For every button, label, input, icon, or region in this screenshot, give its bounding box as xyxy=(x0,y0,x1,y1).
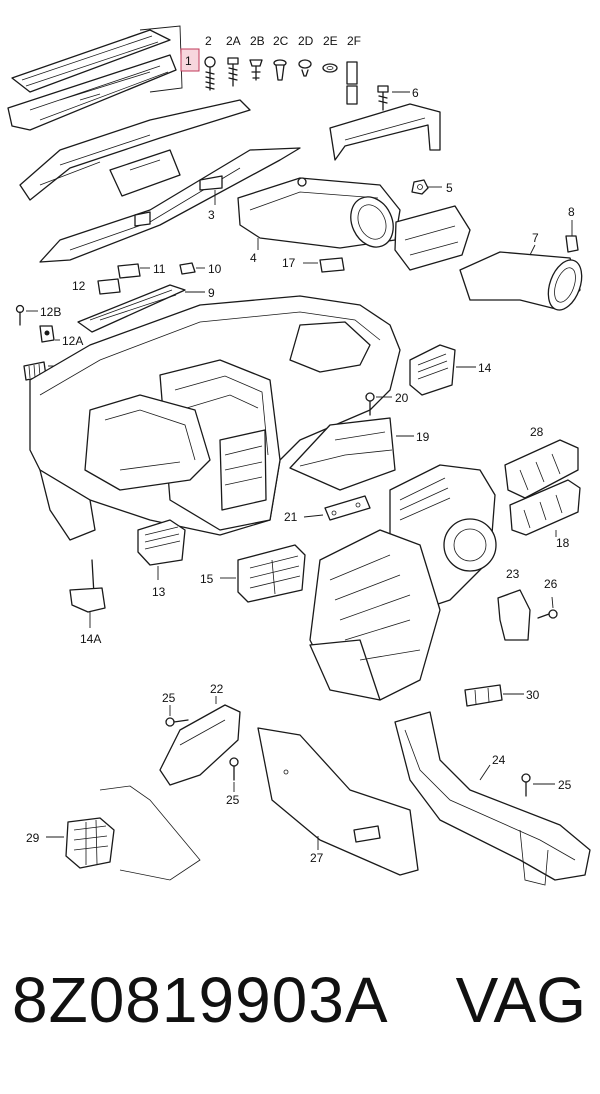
callout-2B: 2B xyxy=(250,34,265,48)
part-10-clip xyxy=(179,262,196,275)
callout-8: 8 xyxy=(568,205,575,219)
callout-17: 17 xyxy=(282,256,296,270)
brand-label: VAG xyxy=(455,964,586,1036)
fasteners-2-series: 2 2A 2B 2C 2D 2E 2F xyxy=(204,34,361,105)
callout-15: 15 xyxy=(200,572,214,586)
callout-10: 10 xyxy=(208,262,222,276)
callout-1: 1 xyxy=(185,54,192,68)
heater-box-assembly xyxy=(309,464,497,701)
callout-24: 24 xyxy=(492,753,506,767)
part-13-vent xyxy=(137,519,186,566)
callout-25-right: 25 xyxy=(558,778,572,792)
part-24-floor-duct xyxy=(394,711,591,886)
callout-4: 4 xyxy=(250,251,257,265)
callout-22: 22 xyxy=(210,682,224,696)
exploded-parts-diagram: 1 2 2A 2B 2C 2D 2E 2F 3 xyxy=(7,25,591,886)
callout-2E: 2E xyxy=(323,34,338,48)
callout-19: 19 xyxy=(416,430,430,444)
callout-2: 2 xyxy=(205,34,212,48)
dashboard-shell xyxy=(29,295,401,541)
callout-7: 7 xyxy=(532,231,539,245)
part-9-cover xyxy=(77,284,186,333)
callout-12: 12 xyxy=(72,279,86,293)
callout-3: 3 xyxy=(208,208,215,222)
callout-21: 21 xyxy=(284,510,298,524)
part-18-vent xyxy=(509,479,581,536)
callout-25-mid: 25 xyxy=(226,793,240,807)
part-22-bracket xyxy=(159,704,241,786)
part-30-clip xyxy=(464,684,503,707)
part-25-screw-left xyxy=(165,717,189,727)
callout-30: 30 xyxy=(526,688,540,702)
callout-25-left: 25 xyxy=(162,691,176,705)
part-14A-actuator xyxy=(69,559,106,613)
part-number: 8Z0819903A xyxy=(12,964,389,1036)
callout-27: 27 xyxy=(310,851,324,865)
part-8-clip xyxy=(565,235,579,253)
callout-13: 13 xyxy=(152,585,166,599)
callout-6: 6 xyxy=(412,86,419,100)
callout-11: 11 xyxy=(153,262,166,276)
callout-26: 26 xyxy=(544,577,558,591)
part-12A-sensor xyxy=(39,325,55,343)
part-28-vent xyxy=(504,439,579,499)
callout-14: 14 xyxy=(478,361,492,375)
part-3-dash-frame xyxy=(19,99,301,263)
callout-28: 28 xyxy=(530,425,544,439)
part-15-vent xyxy=(237,544,306,603)
part-14-vent xyxy=(409,344,456,396)
side-duct-connector xyxy=(394,205,471,271)
part-6-screw xyxy=(377,85,389,111)
callout-18: 18 xyxy=(556,536,570,550)
part-info-footer: 8Z0819903A VAG xyxy=(0,960,600,1050)
part-26-screw xyxy=(537,609,558,619)
part-23-bracket xyxy=(497,589,531,641)
callout-29: 29 xyxy=(26,831,40,845)
part-12-cap xyxy=(97,278,121,295)
part-19-duct xyxy=(289,417,396,491)
part-1-defroster-vent xyxy=(7,29,177,131)
callout-2C: 2C xyxy=(273,34,289,48)
part-25-screw-right xyxy=(521,773,531,797)
callout-1-highlight xyxy=(180,48,200,72)
part-12B-screw xyxy=(15,304,25,326)
callout-12B: 12B xyxy=(40,305,61,319)
part-25-screw-mid xyxy=(229,757,239,781)
callout-5: 5 xyxy=(446,181,453,195)
part-21-bracket xyxy=(324,495,371,521)
callout-2F: 2F xyxy=(347,34,361,48)
right-support-bracket xyxy=(329,103,441,161)
callout-2A: 2A xyxy=(226,34,241,48)
callout-9: 9 xyxy=(208,286,215,300)
callout-20: 20 xyxy=(395,391,409,405)
part-17-clip xyxy=(319,257,345,273)
callout-14A: 14A xyxy=(80,632,101,646)
part-11-clip xyxy=(117,263,141,279)
part-29-vent xyxy=(65,785,201,881)
part-27-trim-panel xyxy=(257,727,419,876)
part-5-nut xyxy=(411,179,429,195)
part-7-side-duct xyxy=(459,251,583,311)
callout-23: 23 xyxy=(506,567,520,581)
part-20-screw xyxy=(365,392,375,416)
part-4-defrost-duct xyxy=(237,177,401,249)
callout-2D: 2D xyxy=(298,34,314,48)
callout-12A: 12A xyxy=(62,334,83,348)
